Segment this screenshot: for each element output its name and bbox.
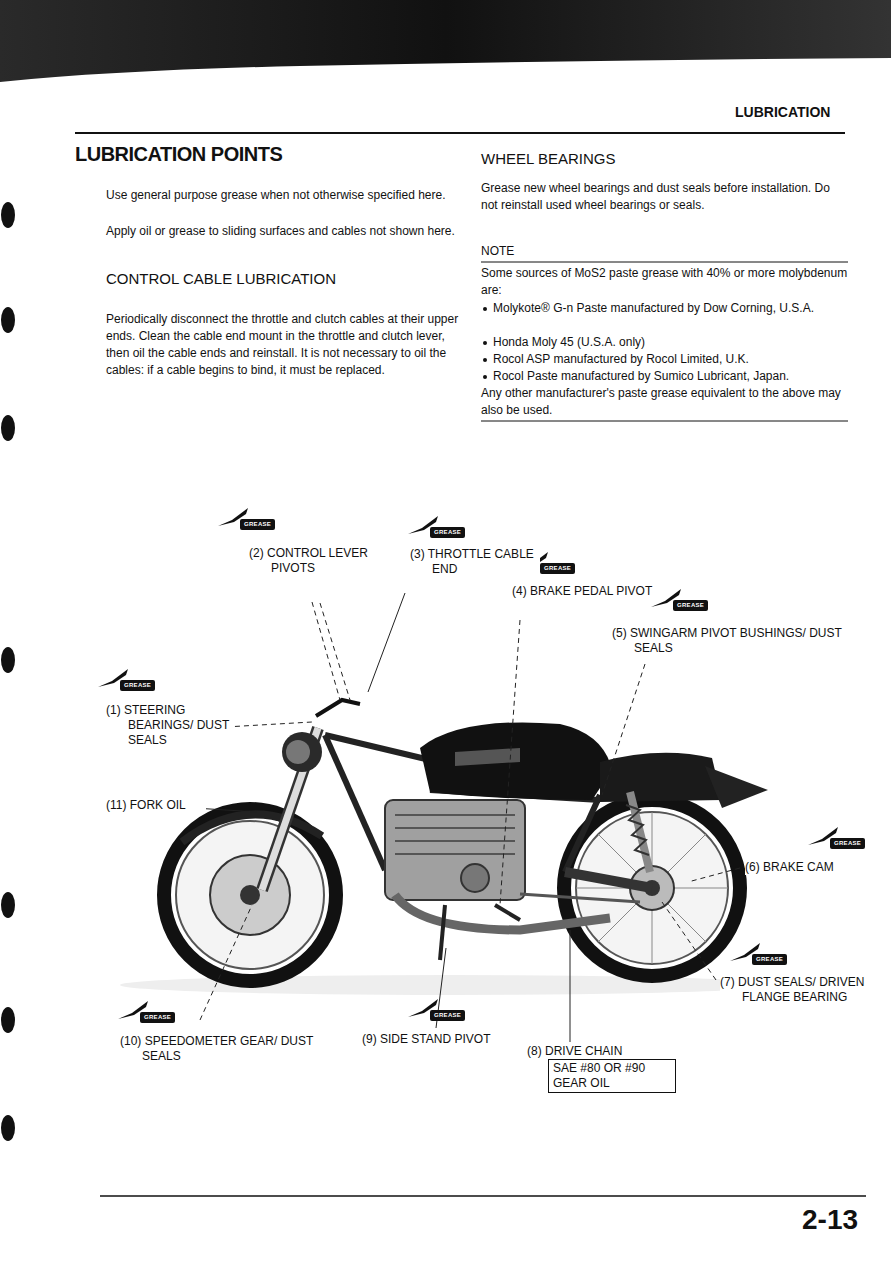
body-text: Periodically disconnect the throttle and…	[106, 311, 468, 379]
grease-icon: GREASE	[673, 600, 708, 611]
callout-label: (8) DRIVE CHAIN	[527, 1044, 676, 1059]
bullet-dot	[483, 341, 487, 345]
running-header: LUBRICATION	[735, 104, 830, 121]
bullet-item: Rocol ASP manufactured by Rocol Limited,…	[493, 351, 849, 368]
body-text: Use general purpose grease when not othe…	[106, 187, 466, 204]
spec-text: SAE #80 OR #90 GEAR OIL	[548, 1059, 676, 1093]
page-number: 2-13	[802, 1204, 858, 1236]
callout-label: (5) SWINGARM PIVOT BUSHINGS/ DUST SEALS	[612, 626, 866, 656]
bullet-item: Honda Moly 45 (U.S.A. only)	[493, 334, 849, 351]
callout-label: (1) STEERING BEARINGS/ DUST SEALS	[106, 703, 232, 748]
note-text: Any other manufacturer's paste grease eq…	[481, 385, 849, 419]
grease-icon: GREASE	[120, 680, 155, 691]
section-title: LUBRICATION POINTS	[75, 146, 282, 163]
bullet-dot	[483, 375, 487, 379]
bullet-dot	[483, 358, 487, 362]
bullet-dot	[483, 307, 487, 311]
bullet-item: Rocol Paste manufactured by Sumico Lubri…	[493, 368, 849, 385]
callout-label: (6) BRAKE CAM	[745, 860, 834, 875]
callout-label: (3) THROTTLE CABLE END	[410, 547, 540, 577]
bullet-item: Molykote® G-n Paste manufactured by Dow …	[493, 300, 849, 317]
grease-icon: GREASE	[540, 563, 575, 574]
grease-icon: GREASE	[752, 954, 787, 965]
subheading: WHEEL BEARINGS	[481, 150, 615, 167]
callout-label: (4) BRAKE PEDAL PIVOT	[512, 584, 662, 599]
grease-icon: GREASE	[830, 838, 865, 849]
subheading: CONTROL CABLE LUBRICATION	[106, 270, 336, 287]
grease-icon: GREASE	[240, 519, 275, 530]
callout-label: (2) CONTROL LEVER PIVOTS	[249, 546, 413, 576]
note-text: Some sources of MoS2 paste grease with 4…	[481, 265, 849, 299]
note-heading: NOTE	[481, 243, 514, 260]
body-text: Grease new wheel bearings and dust seals…	[481, 180, 849, 214]
callout-label: (9) SIDE STAND PIVOT	[362, 1032, 490, 1047]
callout-label: (7) DUST SEALS/ DRIVEN FLANGE BEARING	[720, 975, 882, 1005]
callout-label: (10) SPEEDOMETER GEAR/ DUST SEALS	[120, 1034, 322, 1064]
grease-icon: GREASE	[430, 1010, 465, 1021]
grease-icon: GREASE	[140, 1012, 175, 1023]
grease-icon: GREASE	[430, 527, 465, 538]
body-text: Apply oil or grease to sliding surfaces …	[106, 223, 466, 240]
callout-label: (11) FORK OIL	[106, 798, 206, 813]
spec-box: (8) DRIVE CHAINSAE #80 OR #90 GEAR OIL	[527, 1044, 676, 1093]
